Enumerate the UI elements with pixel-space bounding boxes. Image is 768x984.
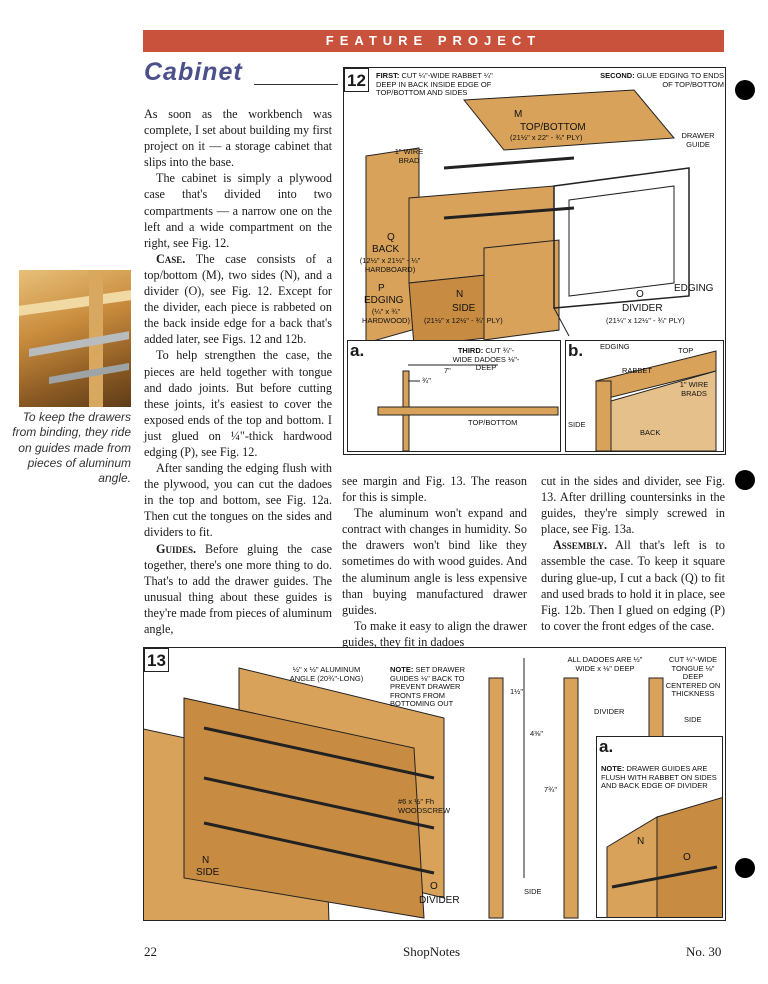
figure-number: 12 [344, 68, 369, 92]
edging-right-label: EDGING [674, 283, 714, 294]
detail-a-label: a. [599, 737, 614, 756]
figure-number: 13 [144, 648, 169, 672]
column-1: As soon as the workbench was complete, I… [144, 106, 332, 637]
edging-label: EDGING [364, 295, 404, 306]
side-dim: (21½" x 12½" - ¾" PLY) [424, 316, 503, 325]
detail-note-label: NOTE: DRAWER GUIDES ARE FLUSH WITH RABBE… [601, 764, 717, 790]
divider-small-label: DIVIDER [594, 707, 625, 716]
part-n-letter: N [456, 289, 464, 300]
back-label: BACK [372, 244, 400, 255]
part-n-letter: N [202, 855, 210, 866]
section-head-case: Case. [156, 251, 186, 266]
feature-project-banner: FEATURE PROJECT [143, 30, 724, 52]
side-bottom-label: SIDE [524, 887, 542, 896]
step-third-label: THIRD: CUT ¾"-WIDE DADOES ⅛"-DEEP [452, 346, 520, 372]
figure-13-drawing [144, 658, 664, 920]
figure-12a-detail: a. THIRD: CUT ¾"-WIDE DADOES ⅛"-DEEP 7" … [347, 340, 561, 452]
dim-4-3-8: 4⅜" [530, 729, 544, 738]
paragraph: see margin and Fig. 13. The reason for t… [342, 474, 527, 505]
part-q-letter: Q [387, 232, 395, 243]
detail-part-n: N [637, 836, 645, 847]
drawer-guide-photo [19, 270, 131, 407]
step-second-label: SECOND: GLUE EDGING TO ENDS OF TOP/BOTTO… [600, 71, 724, 89]
binder-hole [735, 80, 755, 100]
topbottom-label: TOP/BOTTOM [520, 122, 586, 133]
divider-dim: (21¼" x 12½" - ¾" PLY) [606, 316, 685, 325]
drawer-guide-label: DRAWER GUIDE [681, 131, 715, 149]
article-title: Cabinet [144, 58, 243, 86]
binder-hole [735, 470, 755, 490]
aluminum-angle-label: ½" x ½" ALUMINUM ANGLE (20¾"-LONG) [289, 665, 364, 683]
figure-12-drawing [365, 89, 690, 347]
paragraph-text: The case consists of a top/bottom (M), t… [144, 251, 332, 347]
paragraph: After sanding the edging flush with the … [144, 461, 332, 540]
detail-back-label: BACK [640, 428, 661, 437]
title-rule [254, 84, 338, 85]
binder-hole [735, 858, 755, 878]
figure-12b-detail: b. EDGING TOP RABBET 1" WIRE BRADS BACK … [565, 340, 724, 452]
paragraph-text: All that's left is to assemble the case.… [541, 538, 725, 633]
part-o-letter: O [636, 289, 644, 300]
detail-b-label: b. [568, 341, 584, 360]
paragraph: The cabinet is simply a plywood case tha… [144, 171, 332, 250]
detail-side-label: SIDE [568, 420, 586, 429]
side-big-label: SIDE [196, 867, 220, 878]
paragraph: cut in the sides and divider, see Fig. 1… [541, 474, 725, 537]
detail-top-label: TOP [678, 346, 694, 355]
edging-dim: (¼" x ¾" HARDWOOD) [362, 307, 410, 325]
wire-brad-label: 1" WIRE BRAD [394, 147, 424, 165]
detail-a-label: a. [350, 341, 365, 360]
part-m-letter: M [514, 109, 523, 120]
figure-13: 13 ½" x ½" ALUMINUM ANGLE (20¾"-LONG) NO… [143, 647, 726, 921]
screw-label: #6 x ½" Fh WOODSCREW [398, 797, 451, 815]
side-label: SIDE [452, 303, 476, 314]
column-3: cut in the sides and divider, see Fig. 1… [541, 473, 725, 634]
figure-12: 12 FIRST: CUT ¼"-WIDE RABBET ¼" DEEP IN … [343, 67, 726, 455]
part-o-letter: O [430, 881, 438, 892]
dim-7in: 7" [444, 366, 451, 375]
paragraph: The aluminum won't expand and contract w… [342, 506, 527, 617]
topbottom-dim: (21½" x 22" - ¾" PLY) [510, 133, 583, 142]
note-label: NOTE: SET DRAWER GUIDES ⅛" BACK TO PREVE… [390, 665, 466, 708]
side-small-label: SIDE [684, 715, 702, 724]
paragraph: Guides. Before gluing the case together,… [144, 541, 332, 638]
detail-part-o: O [683, 852, 691, 863]
divider-label: DIVIDER [622, 303, 663, 314]
column-2: see margin and Fig. 13. The reason for t… [342, 473, 527, 650]
paragraph-text: Before gluing the case together, there's… [144, 541, 332, 636]
magazine-name: ShopNotes [403, 944, 461, 959]
tongue-label: CUT ¼"-WIDE TONGUE ⅛" DEEP CENTERED ON T… [665, 655, 721, 698]
detail-brads-label: 1" WIRE BRADS [679, 380, 709, 398]
issue-number: No. 30 [686, 944, 722, 959]
divider-big-label: DIVIDER [419, 895, 460, 906]
dim-7-3-4: 7¾" [544, 785, 558, 794]
dadoes-label: ALL DADOES ARE ½" WIDE x ⅛" DEEP [567, 655, 643, 673]
section-head-assembly: Assembly. [553, 538, 608, 553]
section-head-guides: Guides. [156, 541, 197, 556]
detail-topbottom-label: TOP/BOTTOM [468, 418, 518, 427]
back-dim: (12½" x 21½" - ¼" HARDBOARD) [359, 256, 421, 274]
paragraph: Assembly. All that's left is to assemble… [541, 537, 725, 634]
dim-1-1-2: 1½" [510, 687, 524, 696]
paragraph: Case. The case consists of a top/bottom … [144, 251, 332, 348]
step-first-label: FIRST: CUT ¼"-WIDE RABBET ¼" DEEP IN BAC… [376, 71, 493, 97]
paragraph: As soon as the workbench was complete, I… [144, 107, 332, 170]
paragraph: To make it easy to align the drawer guid… [342, 618, 527, 649]
margin-caption: To keep the drawers from binding, they r… [12, 410, 131, 486]
detail-edging-label: EDGING [600, 342, 630, 351]
dim-3-4in: ¾" [422, 376, 431, 385]
paragraph: To help strengthen the case, the pieces … [144, 348, 332, 459]
page-number: 22 [144, 944, 157, 959]
part-p-letter: P [378, 283, 385, 294]
figure-13a-detail: a. NOTE: DRAWER GUIDES ARE FLUSH WITH RA… [596, 736, 723, 918]
detail-rabbet-label: RABBET [622, 366, 653, 375]
